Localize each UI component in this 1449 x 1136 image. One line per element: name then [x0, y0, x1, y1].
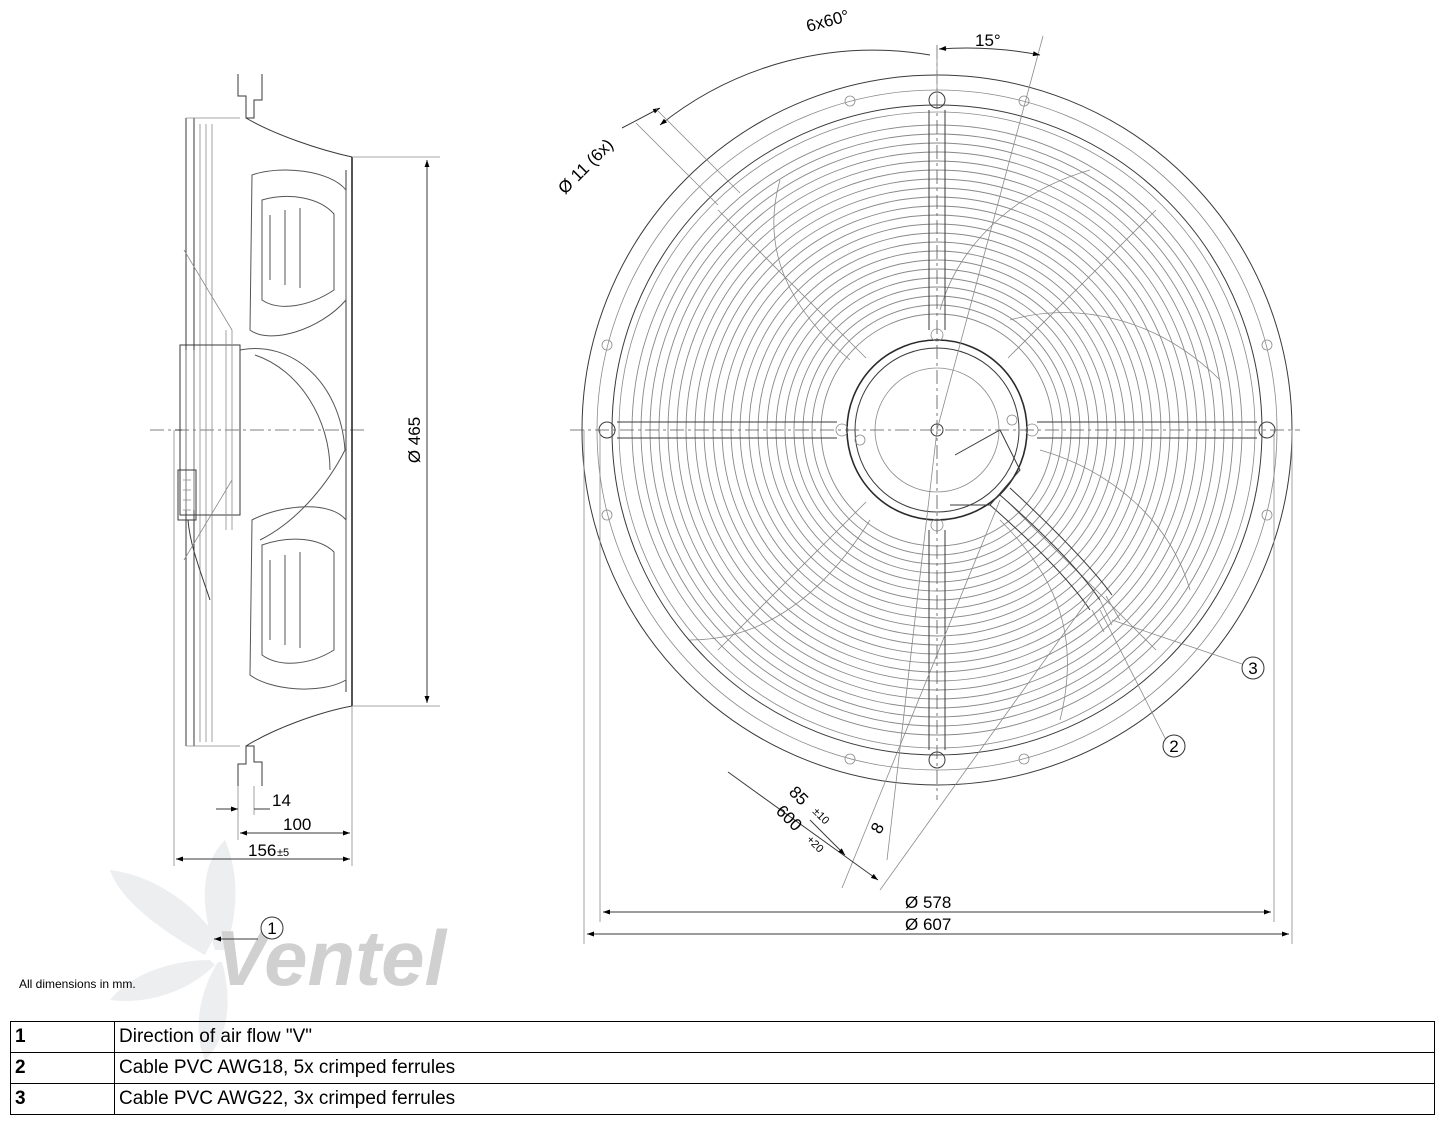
front-view: 6x60° 15° Ø 11 (6x) 85 ±10 600 +20 8 Ø 5… [554, 6, 1300, 944]
dim-tol-600: +20 [804, 834, 826, 856]
side-guard-frame [185, 118, 195, 746]
dim-text-15: 15° [975, 31, 1001, 50]
dim-arc-6x60 [659, 49, 931, 126]
dim-tol-85: ±10 [810, 806, 831, 827]
watermark-brand: Ventel [215, 914, 448, 1002]
callout-1-label: 1 [267, 919, 276, 938]
dim-arc-15 [938, 46, 1041, 57]
side-cable-gland [177, 469, 197, 521]
legend-description: Cable PVC AWG22, 3x crimped ferrules [114, 1083, 1435, 1115]
dim-text-607: Ø 607 [905, 915, 951, 934]
legend-number: 3 [10, 1083, 115, 1115]
legend-row: 3 Cable PVC AWG22, 3x crimped ferrules [10, 1083, 1435, 1115]
side-blade-upper [249, 169, 347, 337]
dim-text-100: 100 [283, 815, 311, 834]
dim-text-578: Ø 578 [905, 893, 951, 912]
callout-2-circle [1162, 734, 1186, 758]
dim-text-465: Ø 465 [405, 417, 424, 463]
front-guard-spokes [617, 110, 1257, 750]
dim-text-holes: Ø 11 (6x) [554, 135, 617, 198]
legend-row: 1 Direction of air flow "V" [10, 1021, 1435, 1053]
callout-1-circle [260, 916, 284, 940]
callout-3-label: 3 [1248, 659, 1257, 678]
callout-3-circle [1241, 656, 1265, 680]
dim-line-600 [727, 771, 879, 881]
legend-table: 1 Direction of air flow "V" 2 Cable PVC … [10, 1021, 1435, 1115]
legend-number: 2 [10, 1052, 115, 1084]
dim-text-14: 14 [272, 791, 291, 810]
dim-text-6x60: 6x60° [804, 6, 851, 36]
front-blades [689, 169, 1221, 721]
units-note: All dimensions in mm. [19, 977, 136, 991]
side-flange-bottom [237, 745, 263, 786]
legend-row: 2 Cable PVC AWG18, 5x crimped ferrules [10, 1052, 1435, 1084]
legend-description: Cable PVC AWG18, 5x crimped ferrules [114, 1052, 1435, 1084]
terminal-box [950, 429, 1021, 506]
side-flange-top [237, 74, 263, 119]
legend-number: 1 [10, 1021, 115, 1053]
dim-text-156: 156 [248, 841, 276, 860]
cables [989, 487, 1121, 633]
dim-line-85 [809, 819, 846, 856]
side-blade-middle [239, 348, 346, 541]
side-view: Ø 465 14 100 156 ±5 1 [150, 74, 440, 942]
dim-text-8: 8 [867, 819, 888, 837]
side-blade-lower [249, 506, 347, 690]
legend-description: Direction of air flow "V" [114, 1021, 1435, 1053]
callout-2-label: 2 [1169, 737, 1178, 756]
dim-tol-156: ±5 [277, 847, 289, 859]
side-motor [179, 344, 241, 516]
